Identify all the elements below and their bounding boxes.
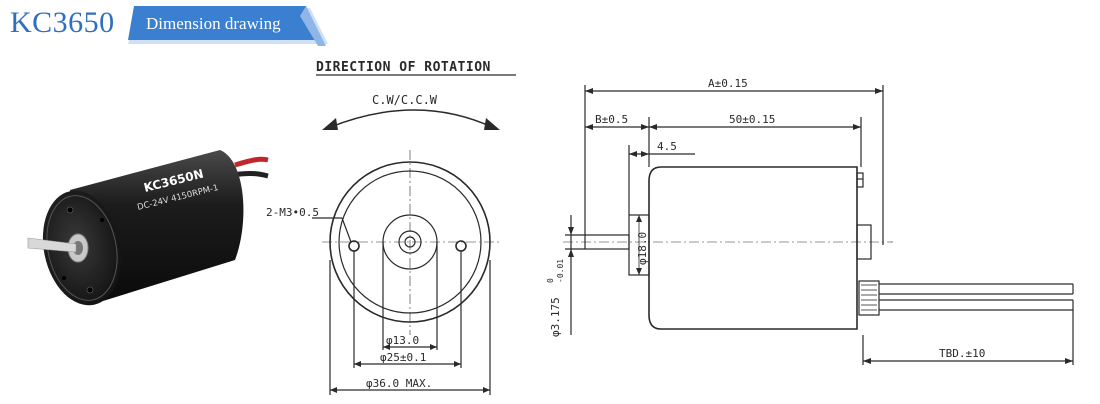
mount-holes-label: 2-M3•0.5 [266,206,319,219]
dim-body-length: 50±0.15 [729,113,775,126]
dim-shaft-tol-lower: -0.01 [556,259,565,283]
front-view-svg: DIRECTION OF ROTATION C.W/C.C.W 2-M3•0.5… [266,60,516,395]
subtitle-badge: Dimension drawing [128,6,338,46]
dim-boss-diameter: φ18.0 [636,232,649,265]
dim-inner-diameter: φ13.0 [386,334,419,347]
side-view-drawing: A±0.15 B±0.5 50±0.15 4.5 φ18.0 φ3.175 0 … [545,45,1090,395]
motor-photo: KC3650N DC-24V 4150RPM-1 [20,130,270,315]
badge-shape [128,6,328,46]
front-view-drawing: DIRECTION OF ROTATION C.W/C.C.W 2-M3•0.5… [262,50,542,400]
dim-b-length: B±0.5 [595,113,628,126]
motor-image: KC3650N DC-24V 4150RPM-1 [27,150,269,306]
dim-total-length: A±0.15 [708,77,748,90]
rotation-heading: DIRECTION OF ROTATION [316,60,491,75]
rotation-direction-label: C.W/C.C.W [372,93,438,107]
dim-boss-length: 4.5 [657,140,677,153]
subtitle-text: Dimension drawing [146,14,281,33]
dim-shaft-tol-upper: 0 [546,278,555,283]
side-view-svg: A±0.15 B±0.5 50±0.15 4.5 φ18.0 φ3.175 0 … [546,77,1074,365]
dim-lead-length: TBD.±10 [939,347,985,360]
model-title: KC3650 [10,6,115,39]
dim-outer-diameter: φ36.0 MAX. [366,377,432,390]
dim-mid-diameter: φ25±0.1 [380,351,426,364]
dim-shaft-diameter: φ3.175 [549,297,562,337]
dim-shaft-diameter-group: φ3.175 0 -0.01 [546,259,565,337]
